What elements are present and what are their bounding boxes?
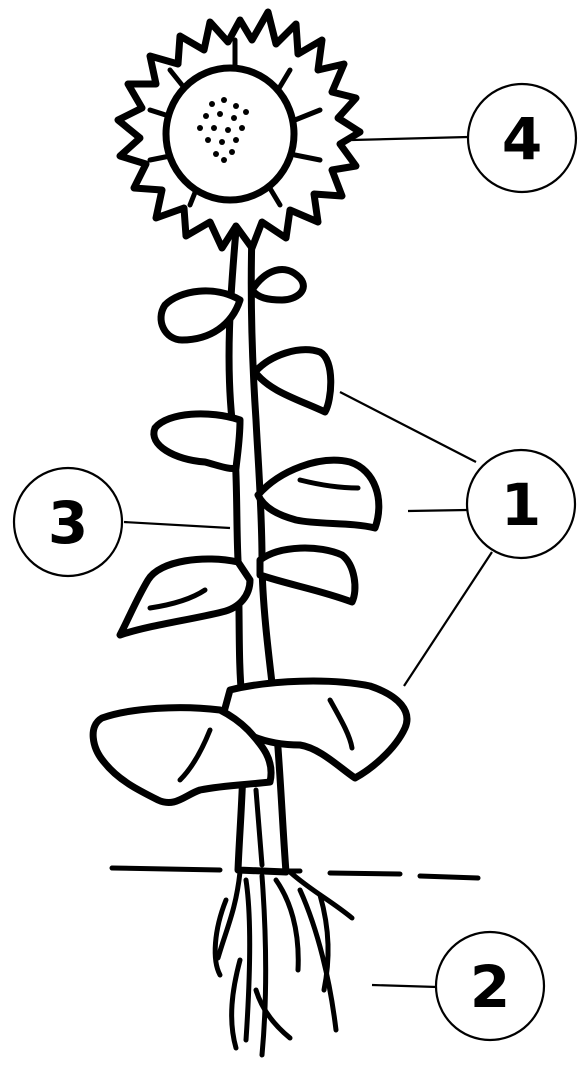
leaf-upper-left [154,414,240,469]
callout-4: 4 [468,84,576,192]
callout-4-label: 4 [502,105,542,173]
callout-3: 3 [14,468,122,576]
leader-4 [352,137,468,140]
leader-1-middle [408,510,467,511]
leaf-mid-left [120,559,250,635]
flower-head [118,12,360,248]
callout-2-label: 2 [470,953,510,1021]
leader-1-upper [340,392,476,462]
leader-2 [372,985,437,987]
callout-1: 1 [467,450,575,558]
leaf-mid-right-lower [260,548,355,602]
roots [215,872,352,1055]
callout-1-label: 1 [501,471,541,539]
leaf-upper-right [255,350,331,412]
leaf-top-right [252,269,303,300]
callout-3-label: 3 [48,489,88,557]
callout-2: 2 [436,932,544,1040]
flower-center [166,68,294,200]
leader-1-lower [404,552,492,686]
leaf-mid-right [258,460,379,528]
leader-3 [124,522,230,528]
